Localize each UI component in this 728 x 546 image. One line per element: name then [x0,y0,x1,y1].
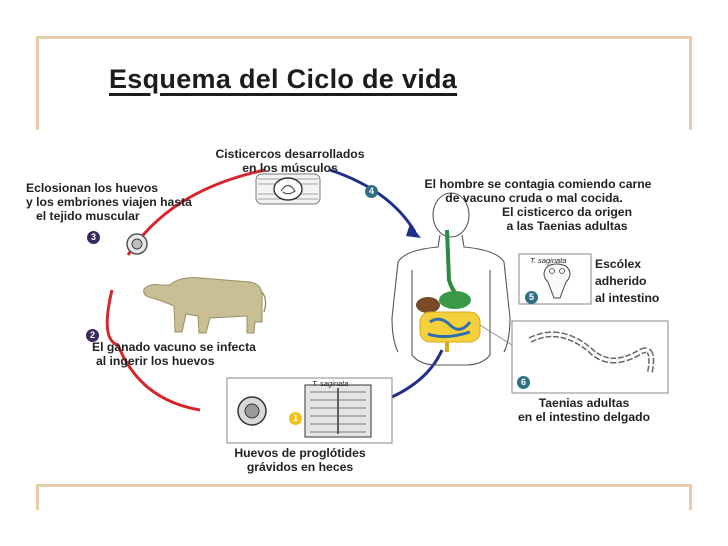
frame-top [36,36,692,39]
frame-bottom [36,484,692,487]
digestive-tract-illustration [416,229,481,352]
adult-tapeworm-illustration [511,320,669,394]
label-adult-tapeworms: Taenias adultas en el intestino delgado [517,396,651,424]
human-body-illustration [391,192,511,366]
label-human-infection: El hombre se contagia comiendo carne de … [424,177,652,233]
intestine-connector-line [479,324,513,346]
frame-left-bottom [36,484,39,510]
step-badge-1: 1 [289,412,302,425]
red-arc-left [105,289,201,412]
page-title: Esquema del Ciclo de vida [109,64,458,94]
label-eggs: Huevos de proglótides grávidos en heces [234,446,366,474]
species-label-scolex: T. saginata [530,256,567,265]
frame-left [36,36,39,136]
eggs-proglottid-illustration [226,377,393,444]
frame-right-bottom [689,484,692,510]
label-cattle-infection: El ganado vacuno se infecta al ingerir l… [92,340,256,368]
cow-illustration [143,277,267,334]
muscle-cysticercus-illustration [255,173,321,205]
step-badge-2: 2 [86,329,99,342]
blue-arrow-head-top [406,224,421,238]
label-scolex: Escólex adherido al intestino [595,257,660,305]
species-label-eggs: T. saginata [312,379,349,388]
step-badge-3: 3 [87,231,100,244]
blue-arc-top [329,168,417,233]
embryo-illustration [126,233,148,255]
label-cysticerci: Cisticercos desarrollados en los músculo… [215,147,365,175]
label-hatching: Eclosionan los huevos y los embriones vi… [26,181,192,223]
scolex-illustration [518,253,592,305]
step-badge-6: 6 [517,376,530,389]
step-badge-5: 5 [525,291,538,304]
frame-right [689,36,692,136]
step-badge-4: 4 [365,185,378,198]
